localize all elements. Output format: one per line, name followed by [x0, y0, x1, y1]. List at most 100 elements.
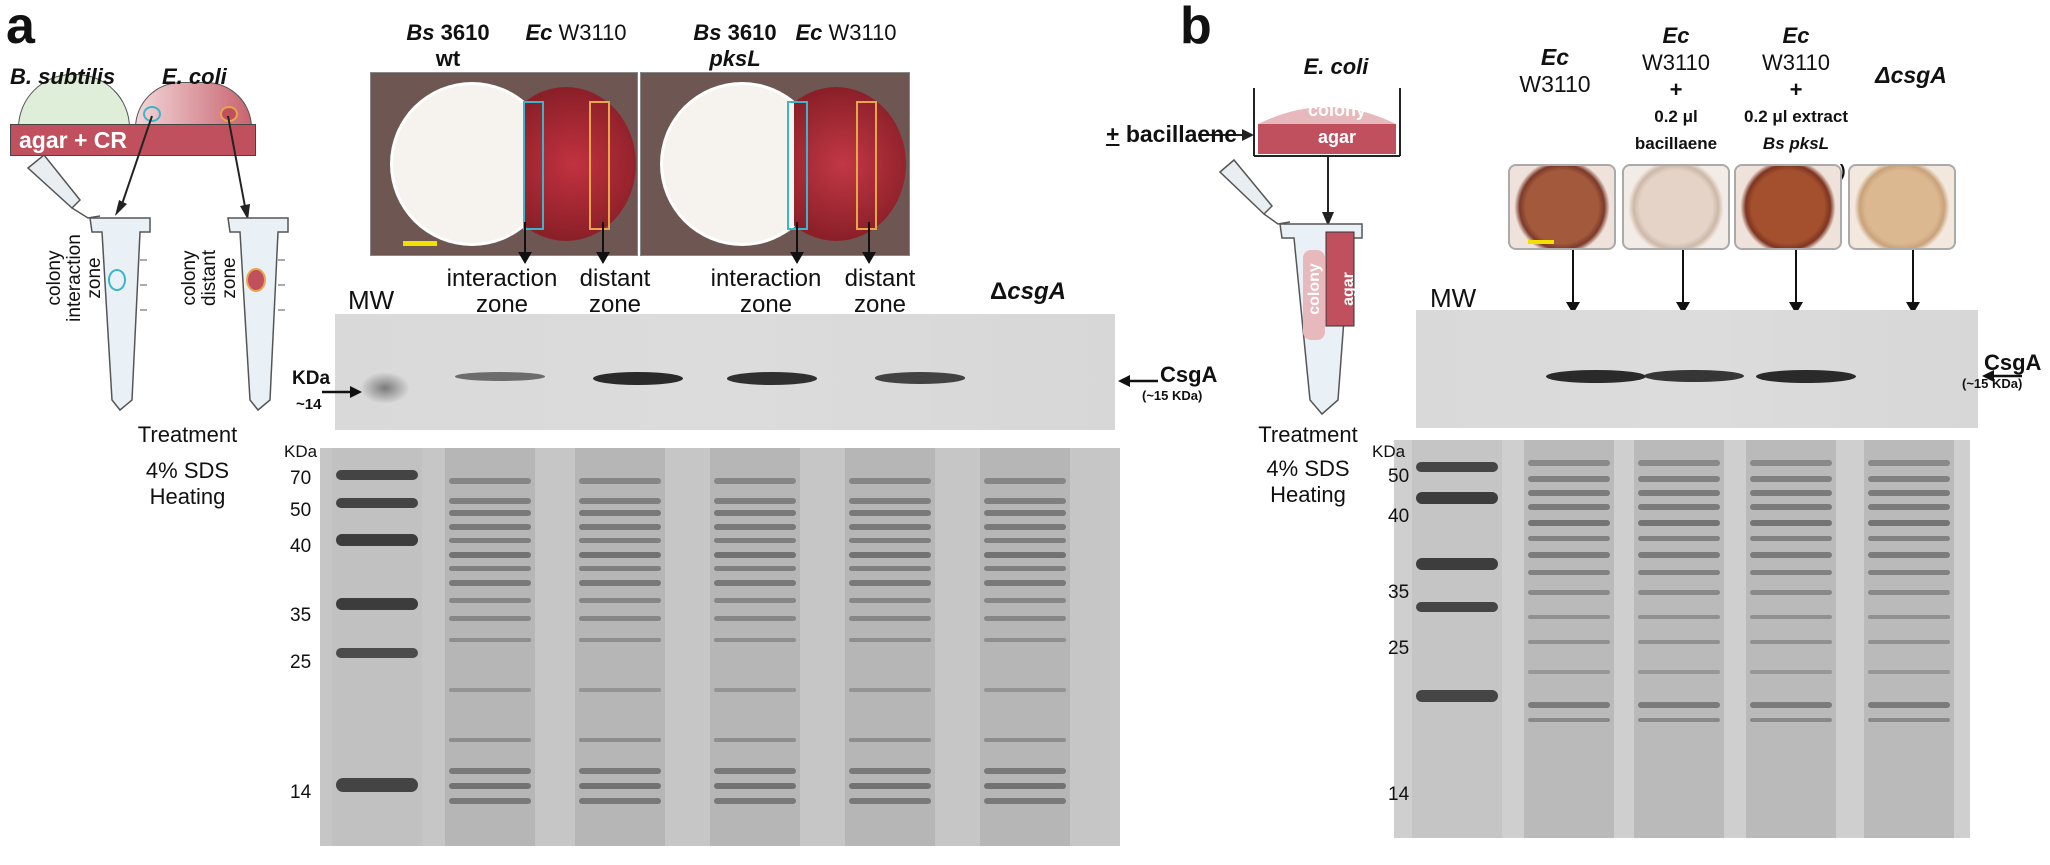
sds-label-a: 4% SDS [145, 458, 230, 483]
marker-band [1416, 462, 1498, 472]
protein-band [1868, 615, 1950, 619]
protein-band [714, 768, 796, 774]
plate-header-1: Bs 3610 wt [406, 20, 490, 71]
arrow-down [1906, 250, 1920, 314]
protein-band [1868, 552, 1950, 558]
marker-band [1416, 492, 1498, 504]
plate-photo-wt [370, 72, 638, 256]
protein-band [984, 783, 1066, 789]
protein-band [714, 616, 796, 621]
protein-band [849, 738, 931, 742]
protein-band [579, 538, 661, 543]
marker-band [336, 498, 418, 508]
marker-b-50: 50 [1388, 466, 1410, 487]
well-photo-1 [1508, 164, 1616, 250]
marker-25: 25 [290, 652, 312, 673]
marker-b-14: 14 [1388, 784, 1410, 805]
arrow-down [518, 222, 532, 264]
protein-band [1638, 490, 1720, 496]
protein-band [1638, 536, 1720, 541]
protein-band [1528, 718, 1610, 722]
tube2-label: colony distant zone [179, 250, 240, 306]
protein-band [1528, 570, 1610, 575]
ecoli-label-b: E. coli [1303, 54, 1369, 79]
protein-band [1638, 615, 1720, 619]
kda-value: ~14 [296, 396, 322, 413]
protein-band [984, 552, 1066, 558]
protein-band [714, 738, 796, 742]
protein-band [1750, 476, 1832, 482]
protein-band [984, 510, 1066, 516]
marker-band [336, 648, 418, 658]
protein-band [579, 524, 661, 530]
protein-band [984, 798, 1066, 804]
protein-band [449, 580, 531, 586]
protein-band [579, 552, 661, 558]
sample-lane [1746, 440, 1836, 838]
mw-lane [1412, 440, 1502, 838]
protein-band [984, 738, 1066, 742]
protein-band [984, 498, 1066, 504]
protein-band [984, 598, 1066, 603]
sample-lane [445, 448, 535, 846]
well-photo-3 [1734, 164, 1842, 250]
protein-band [849, 510, 931, 516]
protein-band [1750, 552, 1832, 558]
well-photo-4 [1848, 164, 1956, 250]
protein-band [984, 638, 1066, 642]
csga-band [455, 372, 545, 381]
protein-band [1750, 520, 1832, 526]
protein-band [1868, 718, 1950, 722]
protein-band [714, 552, 796, 558]
protein-band [714, 566, 796, 571]
sds-gel-b-svg [1394, 440, 1970, 838]
protein-band [579, 598, 661, 603]
protein-band [1528, 702, 1610, 708]
protein-band [714, 478, 796, 484]
protein-band [579, 510, 661, 516]
protein-band [1528, 476, 1610, 482]
protein-band [714, 638, 796, 642]
kda-marker-label-b: KDa [1372, 442, 1406, 461]
sample-lane [1864, 440, 1954, 838]
mw-label-a: MW [348, 285, 395, 315]
marker-35: 35 [290, 605, 312, 626]
protein-band [1638, 552, 1720, 558]
protein-band [714, 524, 796, 530]
protein-band [1638, 460, 1720, 466]
csga-band [1756, 370, 1856, 384]
bacillaene-label: + bacillaene [1106, 121, 1238, 147]
protein-band [449, 768, 531, 774]
protein-band [714, 580, 796, 586]
protein-band [449, 738, 531, 742]
sample-lane [980, 448, 1070, 846]
plate-photo-pksl [640, 72, 910, 256]
heating-label-a: Heating [149, 484, 226, 509]
protein-band [1750, 590, 1832, 595]
protein-band [449, 783, 531, 789]
marker-band [1416, 558, 1498, 570]
marker-40: 40 [290, 536, 312, 557]
protein-band [849, 768, 931, 774]
protein-band [1868, 490, 1950, 496]
protein-band [1868, 504, 1950, 510]
arrow-down [790, 222, 804, 264]
protein-band [1528, 615, 1610, 619]
protein-band [849, 552, 931, 558]
protein-band [1528, 640, 1610, 644]
heating-label-b: Heating [1270, 482, 1346, 507]
protein-band [1528, 670, 1610, 674]
scale-bar [403, 241, 437, 246]
ecoli-label: E. coli [162, 64, 227, 89]
western-blot-b [1416, 310, 1978, 428]
csga-label-a: CsgA [1160, 362, 1218, 387]
protein-band [449, 538, 531, 543]
interaction-box [787, 101, 808, 230]
protein-band [1868, 570, 1950, 575]
protein-band [1638, 702, 1720, 708]
protein-band [984, 538, 1066, 543]
protein-band [579, 498, 661, 504]
